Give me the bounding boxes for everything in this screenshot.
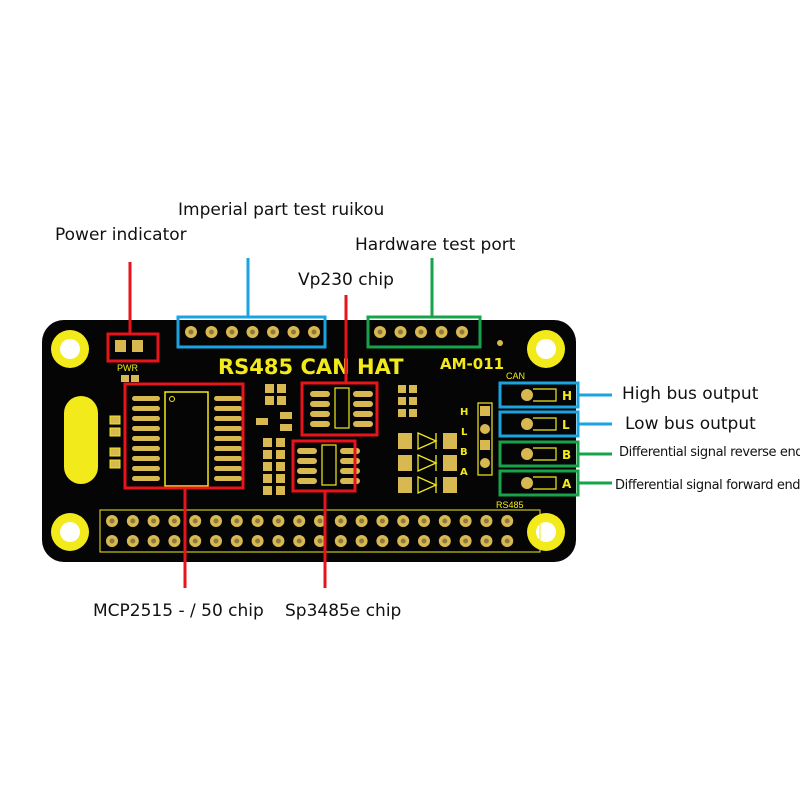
label-vp230-chip: Vp230 chip bbox=[298, 270, 394, 290]
gpio-pin bbox=[106, 535, 118, 547]
label-low-bus-output: Low bus output bbox=[625, 414, 756, 434]
header-pin bbox=[435, 326, 448, 338]
label-high-bus-output: High bus output bbox=[622, 384, 759, 404]
gpio-pin bbox=[251, 535, 264, 547]
mounting-hole-icon bbox=[527, 513, 565, 551]
gpio-pin bbox=[210, 515, 222, 527]
gpio-pin bbox=[480, 515, 493, 527]
gpio-pin bbox=[355, 535, 368, 547]
gpio-pin bbox=[126, 535, 139, 547]
gpio-pin bbox=[459, 515, 472, 527]
rs485-silk-label: RS485 bbox=[496, 500, 524, 510]
gpio-pin bbox=[397, 515, 410, 527]
gpio-pin bbox=[418, 515, 430, 527]
gpio-header-outline bbox=[99, 509, 541, 553]
power-indicator-box bbox=[106, 332, 160, 363]
gpio-pin bbox=[438, 535, 451, 547]
mcp2515-chip bbox=[132, 391, 242, 487]
passive-components bbox=[256, 384, 292, 495]
imperial-port-box bbox=[176, 315, 327, 349]
power-led bbox=[115, 340, 143, 382]
label-diff-reverse-end: Differential signal reverse end bbox=[619, 445, 800, 460]
header-pin bbox=[226, 326, 238, 338]
gpio-pin bbox=[210, 535, 222, 547]
gpio-pin bbox=[251, 515, 264, 527]
header-pin bbox=[246, 326, 259, 338]
header-pin bbox=[308, 326, 320, 338]
mounting-hole-icon bbox=[51, 330, 89, 368]
gpio-pin bbox=[189, 515, 202, 527]
gpio-pin bbox=[230, 515, 243, 527]
header-pin bbox=[267, 326, 279, 338]
gpio-pin bbox=[376, 515, 389, 527]
pin-label-b: B bbox=[460, 447, 468, 458]
gpio-pin bbox=[293, 515, 306, 527]
label-hardware-test-port: Hardware test port bbox=[355, 235, 516, 255]
header-pin bbox=[185, 326, 197, 338]
mounting-hole-icon bbox=[51, 513, 89, 551]
gpio-pin bbox=[126, 515, 139, 527]
gpio-header bbox=[106, 515, 514, 547]
gpio-pin bbox=[334, 515, 347, 527]
pin-label-l: L bbox=[461, 427, 468, 438]
gpio-pin bbox=[397, 535, 410, 547]
board-title: RS485 CAN HAT bbox=[218, 355, 404, 379]
header-pin bbox=[394, 326, 407, 338]
vp230-chip bbox=[310, 387, 373, 429]
gpio-pin bbox=[168, 535, 181, 547]
gpio-pin bbox=[501, 515, 514, 527]
gpio-pin bbox=[314, 515, 326, 527]
label-mcp2515-chip: MCP2515 - / 50 chip bbox=[93, 601, 264, 621]
gpio-pin bbox=[355, 515, 368, 527]
gpio-pin bbox=[189, 535, 202, 547]
gpio-pin bbox=[272, 535, 285, 547]
gpio-pin bbox=[272, 515, 285, 527]
gpio-pin bbox=[334, 535, 347, 547]
label-diff-forward-end: Differential signal forward end bbox=[615, 478, 800, 493]
vp230-box bbox=[300, 381, 379, 437]
terminal-label: H bbox=[562, 389, 572, 403]
board-model: AM-011 bbox=[440, 355, 504, 373]
pwr-silk-label: PWR bbox=[117, 363, 138, 373]
gpio-pin bbox=[147, 535, 160, 547]
mounting-hole-icon bbox=[527, 330, 565, 368]
gpio-pin bbox=[293, 535, 306, 547]
terminal-label: L bbox=[562, 418, 570, 432]
gpio-pin bbox=[376, 535, 389, 547]
header-pin bbox=[287, 326, 300, 338]
can-silk-label: CAN bbox=[506, 371, 525, 381]
header-pin bbox=[205, 326, 218, 338]
label-sp3485e-chip: Sp3485e chip bbox=[285, 601, 402, 621]
slot-pad bbox=[64, 396, 98, 484]
header-pin bbox=[374, 326, 386, 338]
gpio-pin bbox=[168, 515, 181, 527]
gpio-pin bbox=[106, 515, 118, 527]
gpio-pin bbox=[418, 535, 430, 547]
tvs-diodes bbox=[398, 431, 457, 495]
pin-label-a: A bbox=[460, 467, 468, 478]
gpio-pin bbox=[459, 535, 472, 547]
header-pin bbox=[415, 326, 427, 338]
header-pin bbox=[456, 326, 468, 338]
terminal-label: B bbox=[562, 448, 571, 462]
gpio-pin bbox=[314, 535, 326, 547]
label-imperial-test-port: Imperial part test ruikou bbox=[178, 200, 385, 220]
gpio-pin bbox=[438, 515, 451, 527]
gpio-pin bbox=[230, 535, 243, 547]
pin-label-h: H bbox=[460, 407, 468, 418]
terminal-label: A bbox=[562, 477, 572, 491]
side-pin-header bbox=[477, 402, 493, 476]
gpio-pin bbox=[480, 535, 493, 547]
gpio-pin bbox=[501, 535, 514, 547]
hardware-port-box bbox=[366, 315, 482, 349]
label-power-indicator: Power indicator bbox=[55, 225, 187, 245]
gpio-pin bbox=[147, 515, 160, 527]
